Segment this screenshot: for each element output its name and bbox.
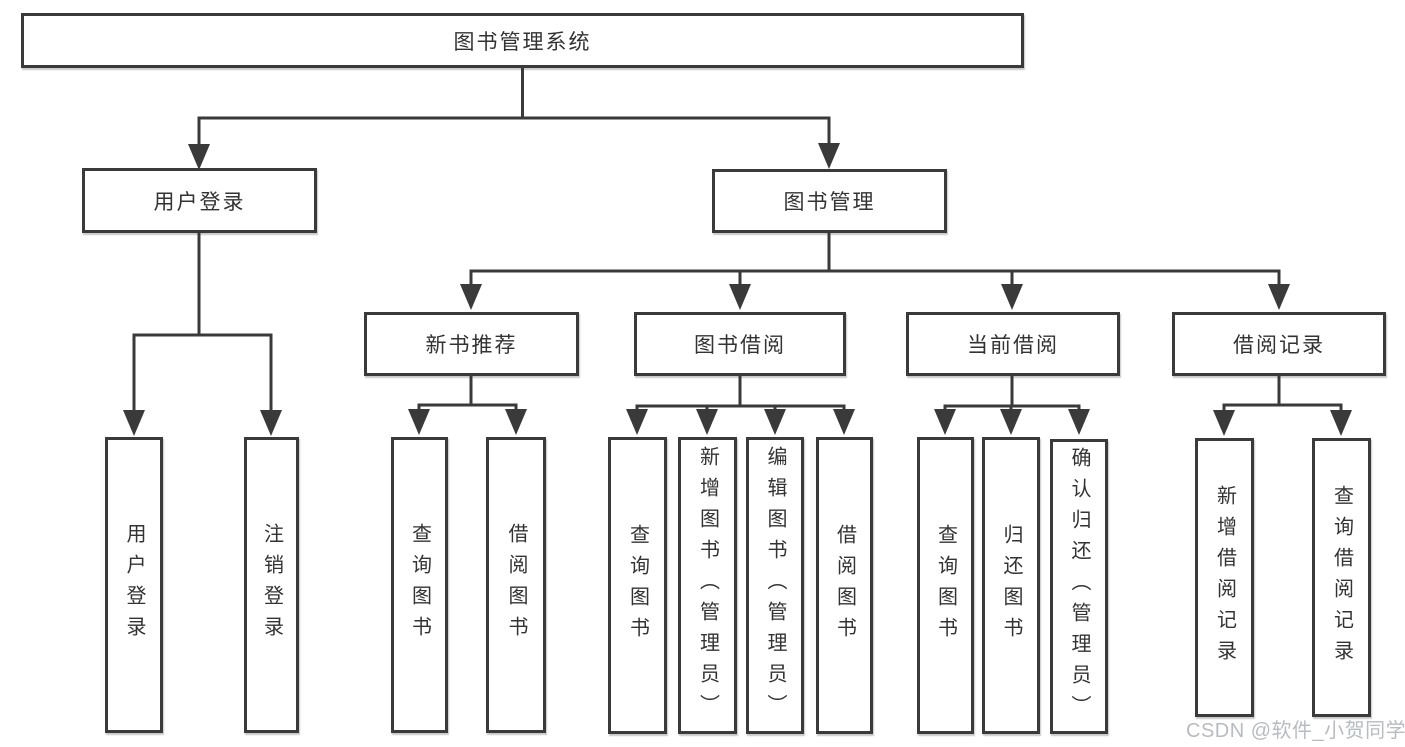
arrow-down-icon xyxy=(1213,410,1235,436)
leaf-newbook-query-books: 查询图书 xyxy=(391,437,448,733)
arrow-down-icon xyxy=(1000,409,1022,435)
leaf-current-return-books: 归还图书 xyxy=(982,437,1040,734)
leaf-current-query-books: 查询图书 xyxy=(917,437,974,734)
leaf-borrowing-add-books-admin: 新增图书（管理员） xyxy=(678,437,737,734)
leaf-newbook-borrow-books: 借阅图书 xyxy=(486,437,546,733)
connector-book-management-to-level3 xyxy=(460,231,1290,310)
node-label: 新书推荐 xyxy=(425,334,518,357)
arrow-down-icon xyxy=(123,410,145,436)
connector-user-login-children xyxy=(123,231,282,436)
arrow-down-icon xyxy=(626,409,648,435)
node-label: 新增借阅记录 xyxy=(1213,484,1236,671)
node-book-borrowing: 图书借阅 xyxy=(634,312,846,376)
node-label: 图书管理系统 xyxy=(453,30,592,54)
node-book-management: 图书管理 xyxy=(712,169,947,233)
leaf-borrowing-borrow-books: 借阅图书 xyxy=(816,437,873,734)
node-label: 注销登录 xyxy=(260,523,283,647)
arrow-down-icon xyxy=(505,409,527,435)
arrow-down-icon xyxy=(1330,410,1352,436)
node-label: 确认归还（管理员） xyxy=(1068,447,1090,726)
leaf-borrowing-query-books: 查询图书 xyxy=(608,437,667,734)
node-new-book-recommend: 新书推荐 xyxy=(364,312,579,376)
connector-book-borrowing-children xyxy=(626,374,855,435)
csdn-watermark: CSDN @软件_小贺同学 xyxy=(1186,720,1405,742)
node-current-borrowing: 当前借阅 xyxy=(906,312,1120,376)
arrow-down-icon xyxy=(408,409,430,435)
arrow-down-icon xyxy=(696,409,718,435)
node-label: 当前借阅 xyxy=(967,334,1059,357)
connector-new-book-children xyxy=(408,374,527,435)
node-library-system: 图书管理系统 xyxy=(21,13,1024,68)
node-label: 编辑图书（管理员） xyxy=(764,446,786,725)
leaf-records-query-record: 查询借阅记录 xyxy=(1312,438,1371,717)
node-label: 借阅图书 xyxy=(833,523,856,648)
arrow-down-icon xyxy=(1268,284,1290,310)
node-label: 查询图书 xyxy=(934,523,957,648)
node-label: 查询图书 xyxy=(626,523,649,648)
arrow-down-icon xyxy=(818,143,840,169)
leaf-current-confirm-return-admin: 确认归还（管理员） xyxy=(1050,439,1108,734)
arrow-down-icon xyxy=(188,144,210,170)
arrow-down-icon xyxy=(1001,284,1023,310)
leaf-user-login: 用户登录 xyxy=(105,437,163,733)
leaf-borrowing-edit-books-admin: 编辑图书（管理员） xyxy=(746,437,804,734)
node-label: 图书借阅 xyxy=(694,334,786,357)
arrow-down-icon xyxy=(1068,409,1090,435)
node-label: 查询图书 xyxy=(408,523,431,647)
connector-current-borrowing-children xyxy=(934,374,1090,435)
arrow-down-icon xyxy=(934,409,956,435)
connector-borrow-records-children xyxy=(1213,374,1352,436)
node-label: 借阅图书 xyxy=(505,523,527,647)
node-label: 用户登录 xyxy=(153,190,246,214)
node-label: 图书管理 xyxy=(783,191,876,214)
node-label: 借阅记录 xyxy=(1233,334,1325,357)
node-label: 归还图书 xyxy=(1000,523,1022,648)
node-label: 查询借阅记录 xyxy=(1330,484,1353,671)
leaf-logout: 注销登录 xyxy=(244,437,299,733)
arrow-down-icon xyxy=(729,284,751,310)
leaf-records-add-record: 新增借阅记录 xyxy=(1195,438,1254,717)
node-user-login: 用户登录 xyxy=(82,168,317,233)
node-label: 新增图书（管理员） xyxy=(696,446,719,725)
node-label: 用户登录 xyxy=(123,523,145,647)
arrow-down-icon xyxy=(260,410,282,436)
connector-root-to-level2 xyxy=(188,66,840,170)
arrow-down-icon xyxy=(764,409,786,435)
arrow-down-icon xyxy=(833,409,855,435)
arrow-down-icon xyxy=(460,284,482,310)
node-borrow-records: 借阅记录 xyxy=(1172,312,1386,376)
